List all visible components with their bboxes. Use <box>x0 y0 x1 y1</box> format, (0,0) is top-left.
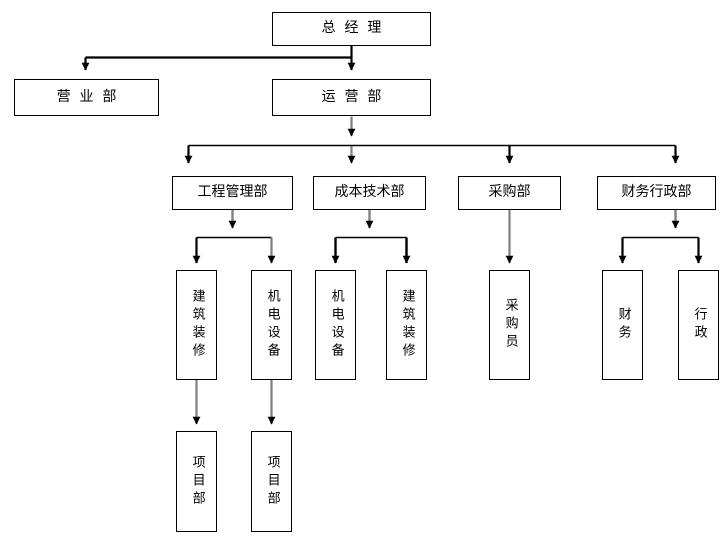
node-general-manager[interactable]: 总 经 理 <box>272 12 431 46</box>
node-label: 营 业 部 <box>56 88 117 105</box>
node-finance[interactable]: 财务 <box>602 270 643 380</box>
node-cost-building-decoration[interactable]: 建筑装修 <box>386 270 427 380</box>
node-label: 采购部 <box>488 184 531 201</box>
edge-finadmin-to-children <box>618 209 703 264</box>
node-label: 项目部 <box>189 454 205 509</box>
node-label: 采购员 <box>502 298 518 352</box>
node-project-department-1[interactable]: 项目部 <box>176 431 217 532</box>
node-label: 工程管理部 <box>197 184 268 201</box>
node-label: 行政 <box>691 307 707 343</box>
edge-gm-to-row2 <box>81 45 356 71</box>
node-eng-building-decoration[interactable]: 建筑装修 <box>176 270 217 380</box>
node-eng-mechanical-electrical[interactable]: 机电设备 <box>251 270 292 380</box>
edge-costtech-to-children <box>331 209 411 264</box>
node-label: 运 营 部 <box>321 88 382 105</box>
node-engineering-management-department[interactable]: 工程管理部 <box>172 176 293 210</box>
node-project-department-2[interactable]: 项目部 <box>251 431 292 532</box>
node-finance-administration-department[interactable]: 财务行政部 <box>597 176 716 210</box>
node-label: 财务 <box>615 307 631 343</box>
edge-row4-to-projects <box>192 379 276 425</box>
node-operations-department[interactable]: 运 营 部 <box>272 79 431 116</box>
node-purchasing-officer[interactable]: 采购员 <box>489 270 530 380</box>
node-sales-department[interactable]: 营 业 部 <box>14 79 159 116</box>
node-label: 机电设备 <box>328 289 344 361</box>
node-label: 建筑装修 <box>189 289 205 361</box>
node-cost-technology-department[interactable]: 成本技术部 <box>313 176 426 210</box>
node-purchasing-department[interactable]: 采购部 <box>458 176 561 210</box>
node-label: 项目部 <box>264 454 280 509</box>
node-cost-mechanical-electrical[interactable]: 机电设备 <box>315 270 356 380</box>
node-label: 总 经 理 <box>321 20 382 37</box>
node-label: 机电设备 <box>264 289 280 361</box>
node-administration[interactable]: 行政 <box>678 270 719 380</box>
node-label: 财务行政部 <box>621 184 692 201</box>
node-label: 建筑装修 <box>399 289 415 361</box>
node-label: 成本技术部 <box>334 184 405 201</box>
edge-engmgmt-to-children <box>192 209 276 264</box>
edge-ops-to-row3 <box>184 116 680 164</box>
